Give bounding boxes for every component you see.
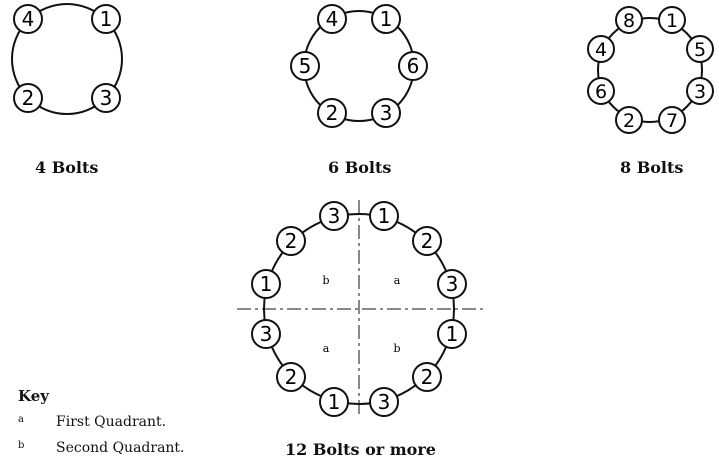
svg-text:2: 2: [623, 110, 635, 132]
bolt-8: 8: [615, 6, 643, 34]
svg-text:5: 5: [299, 54, 312, 78]
bolt-1: 1: [371, 4, 401, 34]
svg-text:1: 1: [260, 272, 273, 296]
bolt-3: 3: [91, 83, 121, 113]
bolt-6: 6: [587, 77, 615, 105]
svg-text:2: 2: [285, 365, 298, 389]
caption-4-bolts: 4 Bolts: [35, 158, 99, 177]
bolt-2: 2: [412, 362, 442, 392]
bolt-2: 2: [615, 106, 643, 134]
quadrant-label-a: a: [394, 274, 401, 287]
svg-text:3: 3: [694, 81, 706, 103]
key-symbol: a: [18, 414, 24, 425]
svg-text:2: 2: [22, 86, 35, 110]
svg-text:1: 1: [446, 322, 459, 346]
bolt-1: 1: [319, 387, 349, 417]
bolt-1: 1: [658, 6, 686, 34]
bolt-5: 5: [686, 35, 714, 63]
svg-text:1: 1: [100, 7, 113, 31]
bolt-3: 3: [371, 98, 401, 128]
svg-text:2: 2: [421, 365, 434, 389]
svg-text:4: 4: [595, 39, 607, 61]
bolt-4: 4: [587, 35, 615, 63]
diagram-8-bolts: 1 5 3 7 2 6 4 8: [587, 6, 714, 134]
svg-text:1: 1: [380, 7, 393, 31]
svg-text:3: 3: [446, 272, 459, 296]
caption-6-bolts: 6 Bolts: [328, 158, 392, 177]
svg-text:3: 3: [380, 101, 393, 125]
svg-text:4: 4: [326, 7, 339, 31]
bolt-1: 1: [251, 269, 281, 299]
bolt-7: 7: [658, 106, 686, 134]
bolt-4: 4: [317, 4, 347, 34]
svg-text:4: 4: [22, 7, 35, 31]
bolt-1: 1: [369, 201, 399, 231]
bolt-2: 2: [276, 226, 306, 256]
svg-text:1: 1: [328, 390, 341, 414]
key-text: First Quadrant.: [56, 414, 167, 430]
bolt-3: 3: [369, 387, 399, 417]
quadrant-label-b: b: [393, 342, 400, 355]
svg-text:8: 8: [623, 10, 635, 32]
key-symbol: b: [18, 440, 25, 451]
bolt-1: 1: [437, 319, 467, 349]
quadrant-label-a: a: [323, 342, 330, 355]
svg-text:3: 3: [260, 322, 273, 346]
diagram-12-bolts: a b a b 1 2 3 1 2 3 1 2 3 1 2 3: [237, 200, 483, 418]
diagram-6-bolts: 1 6 3 2 5 4: [290, 4, 428, 128]
bolt-circle: [597, 17, 703, 123]
bolt-3: 3: [686, 77, 714, 105]
bolt-2: 2: [317, 98, 347, 128]
key-item-second-quadrant: b Second Quadrant.: [18, 440, 185, 456]
svg-text:6: 6: [407, 54, 420, 78]
bolt-5: 5: [290, 51, 320, 81]
bolt-2: 2: [412, 226, 442, 256]
svg-text:7: 7: [666, 110, 678, 132]
bolt-3: 3: [251, 319, 281, 349]
svg-text:1: 1: [378, 204, 391, 228]
diagram-4-bolts: 1 3 2 4: [11, 3, 123, 115]
svg-text:3: 3: [100, 86, 113, 110]
bolt-4: 4: [13, 4, 43, 34]
svg-text:3: 3: [378, 390, 391, 414]
bolt-1: 1: [91, 4, 121, 34]
key-title: Key: [18, 387, 49, 405]
svg-text:1: 1: [666, 10, 678, 32]
key-text: Second Quadrant.: [56, 440, 185, 456]
caption-12-bolts: 12 Bolts or more: [285, 440, 436, 459]
svg-text:2: 2: [421, 229, 434, 253]
bolt-2: 2: [13, 83, 43, 113]
bolt-6: 6: [398, 51, 428, 81]
bolt-circle: [11, 3, 123, 115]
svg-text:3: 3: [328, 204, 341, 228]
bolt-2: 2: [276, 362, 306, 392]
quadrant-label-b: b: [322, 274, 329, 287]
svg-text:6: 6: [595, 81, 607, 103]
bolt-3: 3: [437, 269, 467, 299]
caption-8-bolts: 8 Bolts: [620, 158, 684, 177]
key-item-first-quadrant: a First Quadrant.: [18, 414, 166, 430]
bolt-3: 3: [319, 201, 349, 231]
svg-text:2: 2: [326, 101, 339, 125]
svg-text:5: 5: [694, 39, 706, 61]
svg-text:2: 2: [285, 229, 298, 253]
